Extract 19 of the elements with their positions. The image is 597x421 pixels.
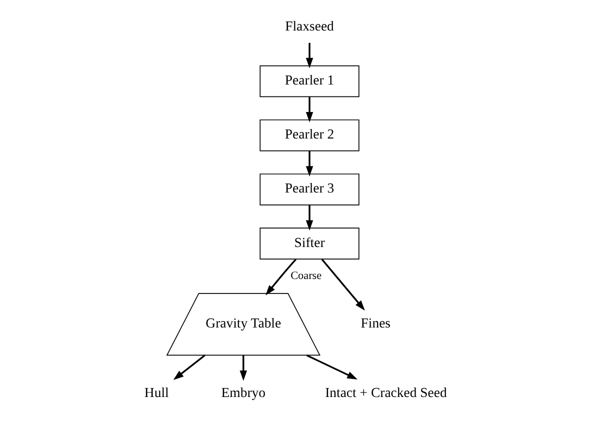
node-text: Intact + Cracked Seed [324, 385, 446, 400]
arrow [305, 96, 313, 122]
node-text: Flaxseed [284, 18, 334, 34]
node-text: Fines [360, 316, 390, 331]
arrow [239, 356, 246, 381]
node-text: Hull [144, 385, 168, 400]
node-box: Pearler 1 [259, 65, 359, 98]
arrow [306, 354, 358, 380]
node-box: Pearler 3 [259, 174, 359, 206]
arrow [305, 205, 313, 231]
arrow [305, 42, 313, 68]
arrow [305, 151, 313, 176]
node-text: Embryo [220, 385, 266, 400]
node-box: Sifter [259, 228, 359, 260]
arrow [320, 258, 364, 311]
node-box: Pearler 2 [259, 119, 359, 152]
arrow [172, 354, 205, 380]
arrow [265, 258, 296, 296]
edge-label: Coarse [290, 270, 322, 282]
